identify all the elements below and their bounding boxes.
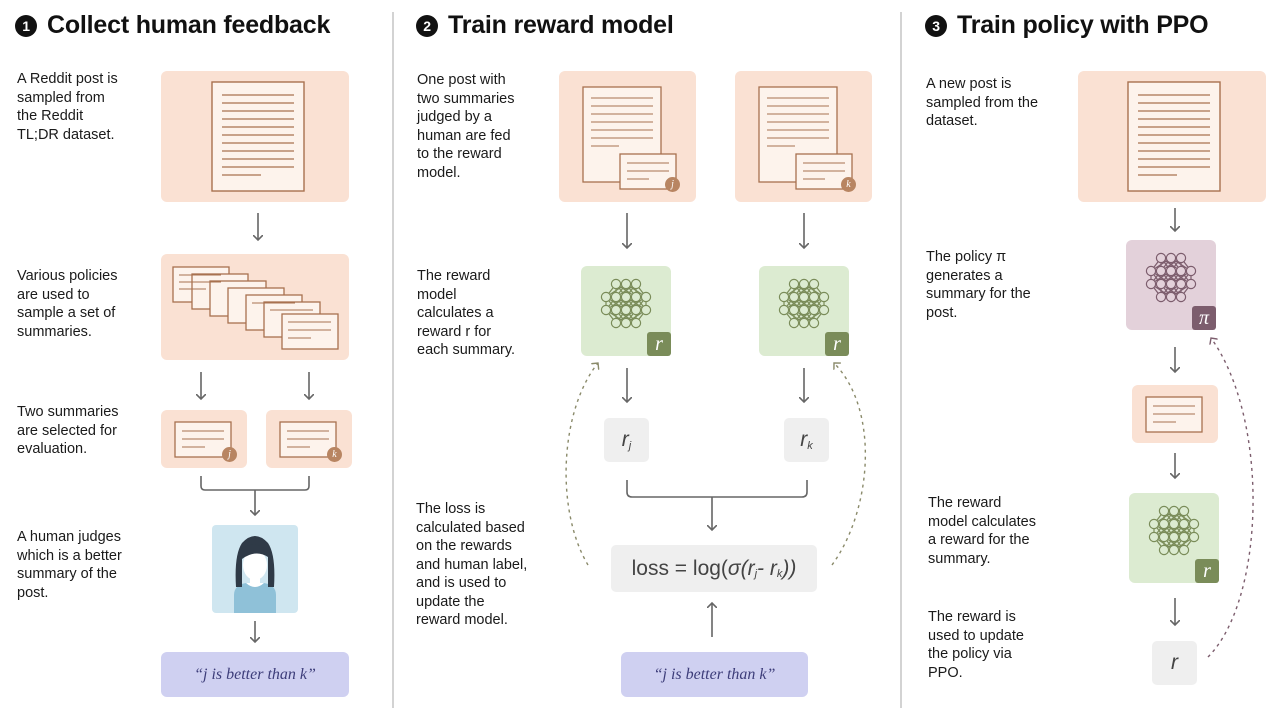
reward-badge: r [1195,559,1219,583]
human-icon [234,536,276,613]
reward-value: r [1152,641,1197,685]
post-summary-k-box: k [735,71,872,202]
step3-desc-policy: The policy π generates a summary for the… [926,249,1031,321]
section-title-text: Train reward model [448,11,674,39]
dashed-feedback-arrow [831,363,866,566]
badge-k: k [841,177,856,192]
policy-pi-badge: π [1192,306,1216,330]
neural-network-icon [600,278,652,329]
merge-bracket [626,480,808,498]
human-judge-box [212,525,298,613]
post-with-summary-icon [758,86,853,190]
step-number-3: 3 [925,14,947,37]
judgment-label-step1: “j is better than k” [161,652,349,697]
step2-desc-loss: The loss is calculated based on the rewa… [416,501,528,628]
neural-network-icon [778,278,830,329]
step1-desc-policies: Various policies are used to sample a se… [17,268,118,340]
document-icon [1127,81,1221,192]
judgment-label-step2: “j is better than k” [621,652,808,697]
section-title-text: Train policy with PPO [957,11,1209,39]
reward-letter: r [621,428,629,451]
step2-desc-fed: One post with two summaries judged by a … [417,72,515,181]
badge-j: j [222,447,237,462]
neural-network-icon [1145,252,1197,303]
summary-k-box: k [266,410,352,468]
reward-model-box: r [1129,493,1219,583]
step3-desc-rm: The reward model calculates a reward for… [928,495,1036,567]
reward-subscript-j: j [628,440,632,452]
loss-minus: - r [757,556,777,580]
post-with-summary-icon [582,86,677,190]
step3-desc-update: The reward is used to update the policy … [928,609,1024,681]
step1-desc-post: A Reddit post is sampled from the Reddit… [17,71,118,143]
reward-badge: r [647,332,671,356]
loss-prefix: loss = log( [631,556,728,580]
loss-sub-j: j [754,567,758,580]
step1-desc-judge: A human judges which is a better summary… [17,529,122,601]
document-icon [211,81,305,192]
summary-doc-icon [279,421,337,458]
section-title-text: Collect human feedback [47,11,331,39]
badge-k: k [327,447,342,462]
dashed-feedback-arrow [1207,338,1254,658]
step1-desc-select: Two summaries are selected for evaluatio… [17,404,119,457]
reward-model-k-box: r [759,266,849,356]
new-post-box [1078,71,1266,202]
step2-desc-reward: The reward model calculates a reward r f… [417,268,516,358]
loss-sigma: σ(r [727,556,755,580]
section-divider [900,12,902,708]
summary-j-box: j [161,410,247,468]
summary-stack-icon [172,266,339,350]
badge-j: j [665,177,680,192]
section-title-reward: 2 Train reward model [416,11,674,40]
reward-model-j-box: r [581,266,671,356]
section-title-ppo: 3 Train policy with PPO [925,11,1209,40]
loss-sub-k: k [776,567,783,580]
step-number-1: 1 [15,14,37,37]
reddit-post-box [161,71,349,202]
reward-subscript-k: k [807,440,813,452]
reward-letter: r [800,428,808,451]
summary-doc-icon [174,421,232,458]
post-summary-j-box: j [559,71,696,202]
step-number-2: 2 [416,14,438,37]
merge-bracket [200,476,310,491]
dashed-feedback-arrow [565,363,598,566]
reward-badge: r [825,332,849,356]
generated-summary-box [1132,385,1218,443]
summary-doc-icon [1145,396,1203,433]
section-title-collect: 1 Collect human feedback [15,11,330,40]
neural-network-icon [1148,505,1200,556]
step3-desc-new: A new post is sampled from the dataset. [926,76,1039,129]
loss-suffix: )) [782,556,797,580]
section-divider [392,12,394,708]
summaries-stack-box [161,254,349,360]
policy-box: π [1126,240,1216,330]
